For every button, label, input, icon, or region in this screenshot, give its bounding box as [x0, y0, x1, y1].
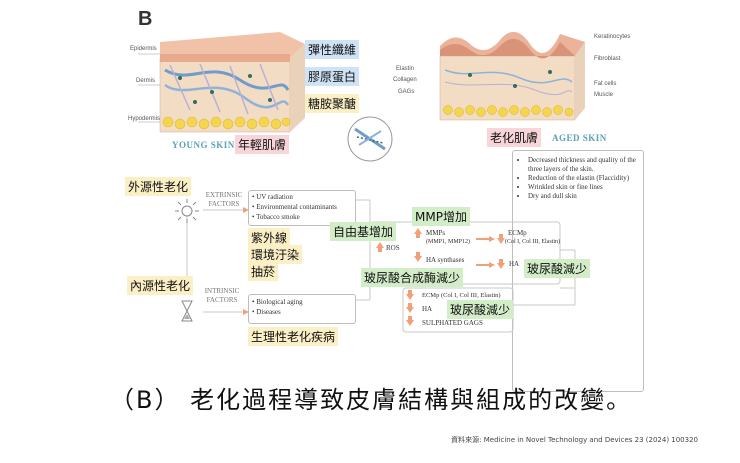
- young-skin-title-zh: 年輕肌膚: [235, 135, 290, 154]
- aged-features-list: Decreased thickness and quality of the t…: [516, 156, 638, 201]
- extrinsic-item: • UV radiation: [252, 193, 293, 201]
- aged-feature-item: Decreased thickness and quality of the t…: [528, 156, 638, 174]
- aged-skin-title-zh: 老化肌膚: [487, 128, 542, 147]
- result-ha-zh: 玻尿酸減少: [447, 300, 514, 319]
- aged-label-fibroblast: Fibroblast: [594, 56, 621, 62]
- mmps-label: MMPs: [426, 229, 446, 237]
- intrinsic-item: • Diseases: [252, 308, 281, 316]
- ros-label-zh: 自由基增加: [330, 222, 397, 241]
- sun-icon: [175, 199, 199, 223]
- aged-skin-illustration: [439, 31, 585, 121]
- mmps-sub-label: (MMP1, MMP12): [426, 239, 471, 245]
- aged-label-collagen: Collagen: [393, 77, 417, 83]
- result-gags: SULPHATED GAGS: [422, 319, 483, 327]
- label-hypodermis: Hypodermis: [128, 116, 161, 122]
- gag-molecule-inset: [347, 116, 393, 162]
- annotation-gags: 糖胺聚醣: [305, 94, 360, 113]
- intrinsic-factors-label: INTRINSIC FACTORS: [204, 287, 240, 304]
- intrinsic-label-zh: 內源性老化: [127, 276, 194, 295]
- ha-synthases-label: HA synthases: [426, 256, 465, 264]
- aged-feature-item: Reduction of the elastin (Flaccidity): [528, 174, 638, 183]
- extrinsic-item: • Tobacco smoke: [252, 213, 300, 221]
- aged-label-gags: GAGs: [398, 89, 415, 95]
- result-ecmp: ECMp (Col I, Col III, Elastin): [422, 292, 501, 299]
- aged-label-elastin: Elastin: [396, 66, 415, 72]
- intrinsic-items-zh: 生理性老化疾病: [248, 327, 339, 346]
- extrinsic-label-zh: 外源性老化: [125, 177, 192, 196]
- source-citation: 資料來源: Medicine in Novel Technology and D…: [451, 436, 698, 444]
- result-ha: HA: [422, 305, 433, 313]
- figure-caption: （B） 老化過程導致皮膚結構與組成的改變。: [110, 386, 633, 414]
- intrinsic-item: • Biological aging: [252, 298, 303, 306]
- aged-feature-item: Dry and dull skin: [528, 192, 638, 201]
- extrinsic-item: • Environmental contaminants: [252, 203, 337, 211]
- ha-label: HA: [509, 260, 520, 268]
- aged-feature-item: Wrinkled skin or fine lines: [528, 183, 638, 192]
- extrinsic-factors-label: EXTRINSIC FACTORS: [205, 191, 243, 208]
- extrinsic-item-zh: 紫外線: [248, 228, 291, 247]
- young-skin-illustration: [138, 32, 305, 133]
- annotation-collagen: 膠原蛋白: [305, 67, 360, 86]
- annotation-elastin: 彈性纖維: [305, 40, 360, 59]
- mmp-label-zh: MMP增加: [412, 207, 470, 226]
- aged-label-keratinocytes: Keratinocytes: [594, 34, 631, 40]
- aged-skin-title: AGED SKIN: [552, 133, 607, 143]
- ecmp-label: ECMp: [508, 229, 527, 237]
- extrinsic-item-zh: 抽菸: [248, 262, 279, 281]
- aged-label-fat-cells: Fat cells: [594, 81, 617, 87]
- label-epidermis: Epidermis: [130, 46, 157, 52]
- extrinsic-item-zh: 環境汙染: [248, 245, 303, 264]
- hourglass-icon: [181, 300, 193, 322]
- ecmp-sub-label: (Col I, Col III, Elastin): [505, 239, 560, 245]
- panel-letter: B: [138, 8, 153, 30]
- ros-label: ROS: [386, 244, 400, 252]
- intrinsic-factors-box: [248, 294, 356, 324]
- young-skin-title: YOUNG SKIN: [172, 140, 235, 150]
- label-dermis: Dermis: [136, 78, 155, 84]
- extrinsic-factors-box: [248, 190, 356, 226]
- ha-synthase-label-zh: 玻尿酸合成酶減少: [361, 268, 464, 287]
- aged-label-muscle: Muscle: [594, 92, 614, 98]
- ha-label-zh: 玻尿酸減少: [524, 259, 591, 278]
